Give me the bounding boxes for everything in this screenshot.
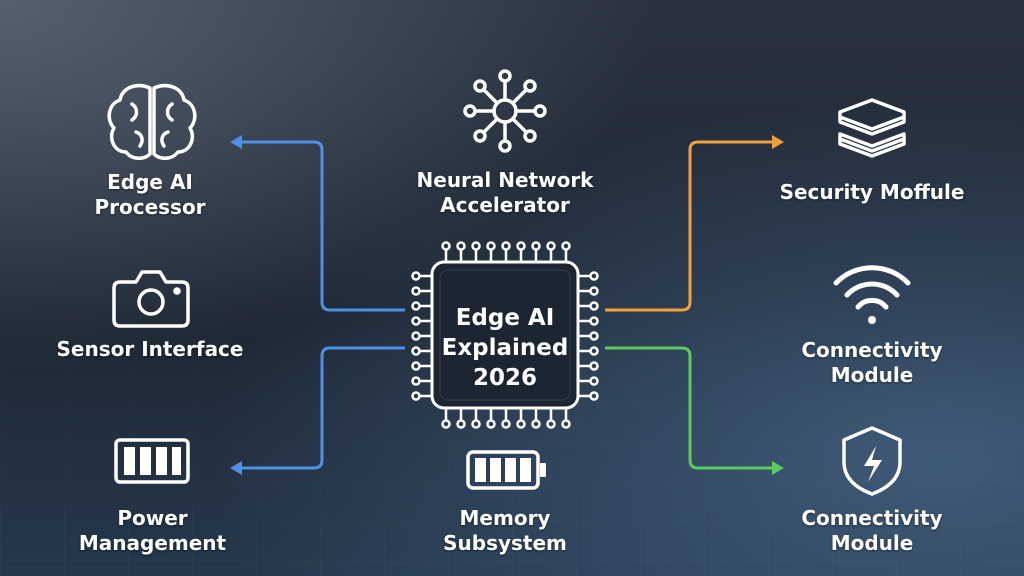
chip-pin: [578, 316, 599, 326]
chip-pin: [486, 241, 496, 262]
chip-pin: [441, 408, 451, 429]
chip-pin: [486, 408, 496, 429]
connector-connectivity: [605, 346, 772, 470]
chip-title-line: Edge AI: [455, 305, 555, 331]
label-line: Neural Network: [416, 168, 594, 192]
label-line: Processor: [94, 195, 206, 219]
connector-security: [605, 140, 772, 312]
camera-icon: [112, 270, 190, 328]
label-line: Connectivity: [801, 338, 943, 362]
chip-pin: [411, 331, 432, 341]
chip-pin: [578, 271, 599, 281]
brain-icon: [107, 83, 197, 160]
wifi-icon: [833, 265, 911, 324]
label-line: Sensor Interface: [56, 337, 244, 361]
chip-pin: [578, 361, 599, 371]
chip-pins: [411, 241, 599, 429]
label-line: Power: [117, 506, 188, 530]
chip-pin: [411, 376, 432, 386]
chip-pin: [578, 286, 599, 296]
label-line: Module: [830, 531, 914, 555]
chip-body: [430, 260, 580, 410]
chip-pin: [578, 331, 599, 341]
label-line: Memory: [459, 506, 551, 530]
chip-pin: [411, 271, 432, 281]
chip-title-line: Explained: [441, 335, 569, 361]
chip-pin: [561, 241, 571, 262]
label-line: Accelerator: [440, 193, 570, 217]
label-sensor-interface: Sensor Interface: [50, 337, 250, 362]
chip-pin: [456, 241, 466, 262]
chip-pin: [501, 408, 511, 429]
layers-icon: [838, 98, 906, 158]
chip-pin: [578, 391, 599, 401]
connector-processor: [240, 140, 405, 312]
chip-pin: [516, 241, 526, 262]
chip-title-line: 2026: [472, 365, 537, 391]
chip-pin: [411, 301, 432, 311]
chip-pin: [546, 241, 556, 262]
label-neural-network-accelerator: Neural Network Accelerator: [405, 168, 605, 218]
label-line: Subsystem: [443, 531, 567, 555]
label-edge-ai-processor: Edge AI Processor: [80, 170, 220, 220]
label-line: Security Moffule: [779, 180, 965, 204]
label-security-module: Security Moffule: [772, 180, 972, 205]
arrow-power: [230, 461, 242, 475]
chip-pin: [411, 346, 432, 356]
chip-pin: [471, 241, 481, 262]
chip-pin: [501, 241, 511, 262]
arrow-processor: [230, 135, 242, 149]
chip-pin: [578, 301, 599, 311]
arrow-connectivity: [772, 461, 784, 475]
battery-icon: [114, 438, 190, 484]
chip-pin: [411, 286, 432, 296]
chip-pin: [578, 376, 599, 386]
label-connectivity-module-shield: Connectivity Module: [782, 506, 962, 556]
connector-power: [240, 346, 405, 470]
chip-pin: [411, 391, 432, 401]
chip-title: Edge AI Explained 2026: [430, 303, 580, 393]
chip-pin: [546, 408, 556, 429]
arrow-security: [772, 135, 784, 149]
chip-pin: [411, 361, 432, 371]
label-memory-subsystem: Memory Subsystem: [425, 506, 585, 556]
label-power-management: Power Management: [70, 506, 235, 556]
chip-inner: [439, 269, 571, 401]
chip-pin: [471, 408, 481, 429]
chip-pin: [441, 241, 451, 262]
chip-pin: [531, 241, 541, 262]
label-line: Management: [78, 531, 227, 555]
chip-pin: [456, 408, 466, 429]
memory-battery-icon: [466, 450, 546, 490]
label-connectivity-module-wifi: Connectivity Module: [782, 338, 962, 388]
chip-pin: [561, 408, 571, 429]
chip-pin: [516, 408, 526, 429]
label-line: Edge AI: [107, 170, 193, 194]
chip-pin: [531, 408, 541, 429]
chip-pin: [578, 346, 599, 356]
label-line: Module: [830, 363, 914, 387]
chip-pin: [411, 316, 432, 326]
neural-network-icon: [463, 69, 547, 153]
shield-bolt-icon: [842, 426, 902, 496]
label-line: Connectivity: [801, 506, 943, 530]
